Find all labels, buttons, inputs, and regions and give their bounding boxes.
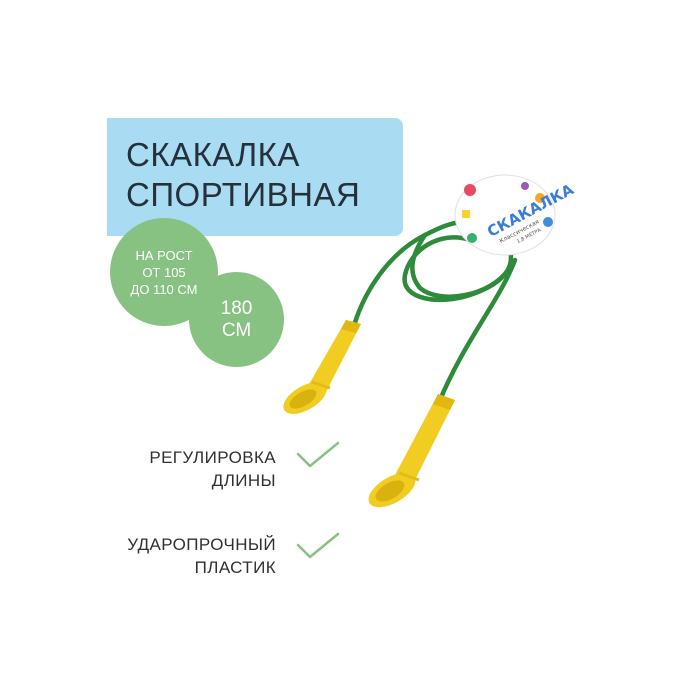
feature-adjustable-length: РЕГУЛИРОВКА ДЛИНЫ [149,446,276,492]
height-badge-line-2: ОТ 105 [142,264,186,280]
feature-2-line-1: УДАРОПРОЧНЫЙ [127,535,276,554]
check-icon [296,532,340,559]
handle-upper [283,320,361,414]
title-line-2: СПОРТИВНАЯ [126,176,361,213]
feature-1-line-1: РЕГУЛИРОВКА [149,448,276,467]
height-badge-line-3: ДО 110 СМ [130,281,198,297]
height-badge-line-1: НА РОСТ [135,247,193,263]
length-badge: 180 СМ [189,272,284,367]
feature-1-line-2: ДЛИНЫ [211,471,276,490]
length-badge-unit: СМ [221,319,252,341]
feature-2-line-2: ПЛАСТИК [194,558,276,577]
handle-lower [368,394,455,508]
title-banner: СКАКАЛКА СПОРТИВНАЯ [107,118,403,236]
product-tag: СКАКАЛКА Классическая 1,8 МЕТРА [454,174,577,256]
length-badge-value: 180 [220,297,253,319]
title-line-1: СКАКАЛКА [126,136,300,173]
check-icon [296,441,340,468]
feature-impact-resistant-plastic: УДАРОПРОЧНЫЙ ПЛАСТИК [127,533,276,579]
